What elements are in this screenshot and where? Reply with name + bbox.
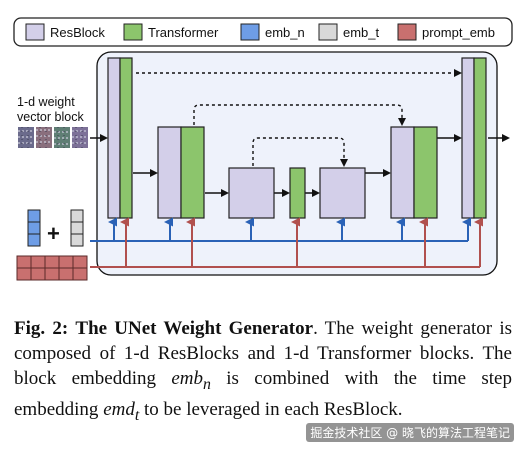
legend-label-resblock: ResBlock bbox=[50, 25, 105, 40]
weight-vector-block bbox=[18, 127, 88, 148]
legend-swatch-prompt-emb bbox=[397, 23, 417, 41]
resblock-dec-1 bbox=[390, 126, 415, 219]
input-label-line2: vector block bbox=[17, 110, 84, 124]
input-label-line1: 1-d weight bbox=[17, 95, 75, 109]
resblock-dec-2 bbox=[461, 57, 475, 219]
caption-figure-label: Fig. 2: bbox=[14, 318, 69, 339]
caption-text-b: is combined with the time step embedding bbox=[14, 368, 512, 420]
transformer-dec-1 bbox=[413, 126, 438, 219]
emb-bus-blue bbox=[90, 217, 471, 242]
plus-sign: + bbox=[47, 221, 60, 246]
caption-emb-t: emdt bbox=[103, 398, 140, 424]
caption-figure-title: The UNet Weight Generator bbox=[75, 318, 314, 339]
unet-diagram: ResBlock Transformer emb_n emb_t prompt_… bbox=[13, 17, 513, 281]
prompt-emb-grid bbox=[16, 255, 88, 281]
emb-n-stack bbox=[27, 209, 41, 247]
legend-label-transformer: Transformer bbox=[148, 25, 219, 40]
transformer-mid bbox=[289, 167, 306, 219]
resblock-mid-2 bbox=[319, 167, 366, 219]
legend: ResBlock Transformer emb_n emb_t prompt_… bbox=[13, 17, 513, 47]
resblock-enc-1 bbox=[107, 57, 121, 219]
resblock-mid-1 bbox=[228, 167, 275, 219]
legend-swatch-resblock bbox=[25, 23, 45, 41]
legend-swatch-emb-n bbox=[240, 23, 260, 41]
legend-swatch-transformer bbox=[123, 23, 143, 41]
legend-label-emb-t: emb_t bbox=[343, 25, 380, 40]
emb-t-stack bbox=[70, 209, 84, 247]
unet-blocks bbox=[107, 57, 487, 219]
legend-swatch-emb-t bbox=[318, 23, 338, 41]
transformer-dec-2 bbox=[473, 57, 487, 219]
transformer-enc-1 bbox=[119, 57, 133, 219]
resblock-enc-2 bbox=[157, 126, 182, 219]
caption-text-a: . The weight generator is composed of 1-… bbox=[14, 318, 512, 389]
prompt-bus-red bbox=[90, 217, 483, 268]
legend-label-prompt-emb: prompt_emb bbox=[422, 25, 495, 40]
skip-connections bbox=[136, 69, 462, 167]
figure-caption: Fig. 2: The UNet Weight Generator. The w… bbox=[14, 316, 512, 428]
transformer-enc-2 bbox=[180, 126, 205, 219]
watermark: 掘金技术社区 @ 晓飞的算法工程笔记 bbox=[306, 423, 514, 442]
main-flow bbox=[90, 134, 510, 197]
legend-label-emb-n: emb_n bbox=[265, 25, 305, 40]
caption-text-c: to be leveraged in each ResBlock. bbox=[139, 398, 403, 420]
caption-emb-n: embn bbox=[171, 368, 211, 393]
